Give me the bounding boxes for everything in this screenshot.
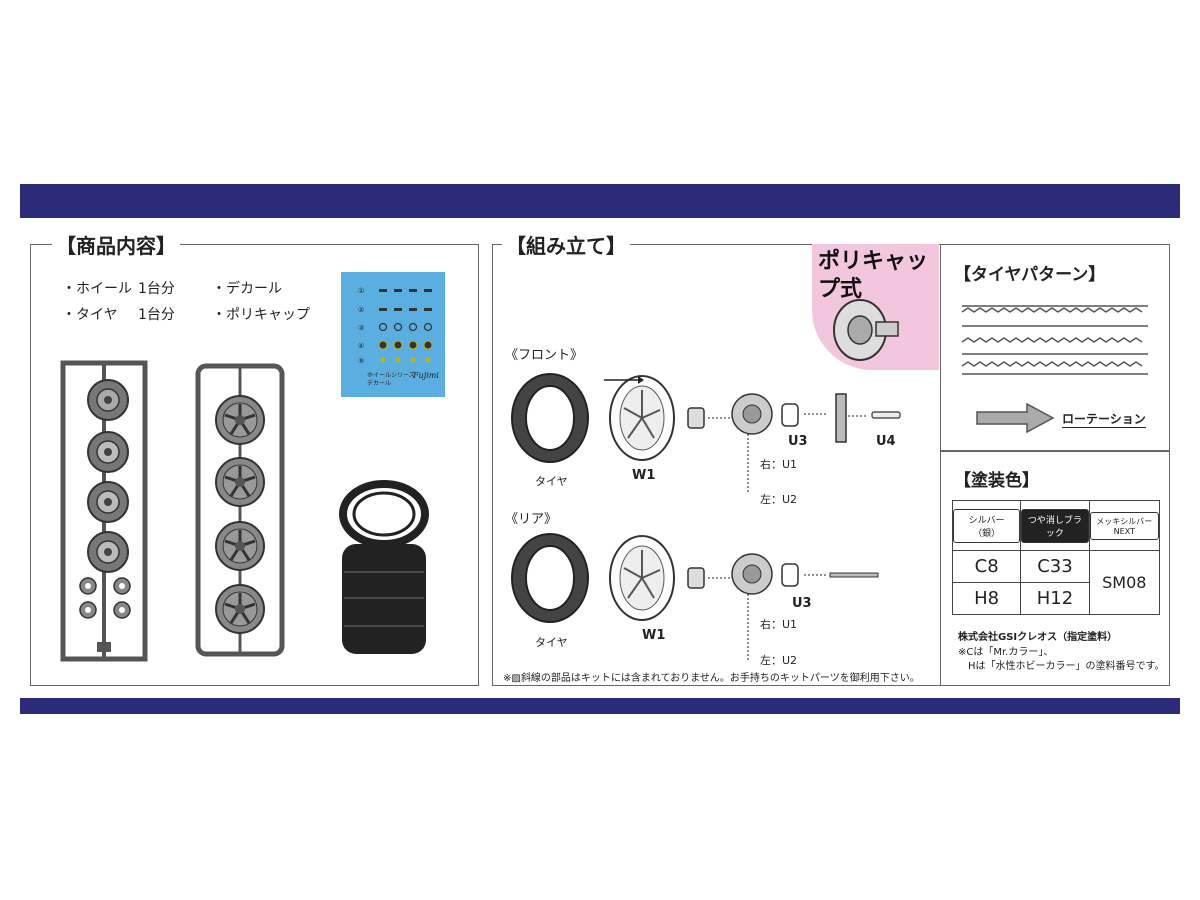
front-tire-label: タイヤ — [535, 475, 568, 488]
paint-note-1: ※Cは「Mr.カラー」、 — [958, 647, 1054, 658]
item-decal: ・デカール — [212, 281, 282, 297]
paint-h8: H8 — [951, 582, 1022, 615]
wheel-part-icon — [215, 395, 265, 445]
wheel-part-icon — [87, 379, 129, 421]
tire-stack-icon — [339, 480, 429, 654]
front-label: 《フロント》 — [505, 348, 584, 363]
tire-pattern-panel — [940, 244, 1170, 452]
bottom-band — [20, 698, 1180, 714]
decal-caption-2: デカール — [367, 380, 392, 387]
rear-w1-label: W1 — [642, 628, 666, 643]
contents-title: 【商品内容】 — [52, 230, 180, 259]
front-left-u2-label: 左：U2 — [760, 493, 798, 506]
rear-label: 《リア》 — [505, 512, 558, 527]
polycap-badge-text: ポリキャップ式 — [818, 249, 929, 302]
rear-tire-label: タイヤ — [535, 636, 568, 649]
decal-sheet: ① ② ③ ④ ⑤ ホイールシリーズ デカール Fujimi — [341, 272, 445, 397]
decal-caption-1: ホイールシリーズ — [367, 372, 415, 379]
decal-row-num: ⑤ — [358, 357, 365, 365]
decal-marks — [378, 289, 433, 363]
decal-row-num: ② — [358, 306, 365, 314]
paint-title: 【塗装色】 — [950, 466, 1043, 491]
decal-row-num: ④ — [358, 342, 365, 350]
paint-c33: C33 — [1020, 550, 1090, 583]
paint-panel — [940, 450, 1170, 686]
wheel-part-icon — [215, 521, 265, 571]
paint-note-2: Hは「水性ホビーカラー」の塗料番号です。 — [968, 661, 1165, 672]
front-u3-label: U3 — [788, 434, 808, 449]
wheel-part-icon — [87, 531, 129, 573]
rotation-arrow-icon — [976, 402, 1055, 434]
tire-pattern-title: 【タイヤパターン】 — [950, 260, 1110, 285]
front-w1-label: W1 — [632, 468, 656, 483]
wheel-part-icon — [215, 457, 265, 507]
front-right-u1-label: 右：U1 — [760, 458, 798, 471]
item-polycap: ・ポリキャップ — [212, 307, 310, 323]
wheel-part-icon — [87, 431, 129, 473]
assembly-footnote: ※▨斜線の部品はキットには含まれておりません。お手持ちのキットパーツを御利用下さ… — [503, 673, 920, 684]
paint-table: シルバー（銀） つや消しブラック メッキシルバーNEXT C8 C33 SM08… — [951, 500, 1161, 615]
polycap-badge: ポリキャップ式 — [812, 244, 939, 370]
paint-header-flat-black: つや消しブラック — [1021, 508, 1089, 543]
rear-u3-label: U3 — [792, 596, 812, 611]
wheel-part-icon — [215, 584, 265, 634]
assembly-title: 【組み立て】 — [502, 230, 630, 259]
rear-left-u2-label: 左：U2 — [760, 654, 798, 667]
tire-tread-pattern — [961, 298, 1148, 382]
decal-row-num: ③ — [358, 324, 365, 332]
small-parts-icon — [79, 577, 131, 619]
polycap-icon — [833, 299, 899, 361]
front-u4-label: U4 — [876, 434, 896, 449]
item-wheel-qty: 1台分 — [138, 281, 175, 297]
paint-header-metal-silver: メッキシルバーNEXT — [1089, 511, 1159, 540]
decal-row-num: ① — [358, 287, 365, 295]
item-tire: ・タイヤ — [62, 307, 118, 323]
wheel-part-icon — [87, 481, 129, 523]
item-wheel: ・ホイール — [62, 281, 132, 297]
paint-header-silver: シルバー（銀） — [953, 508, 1021, 543]
decal-brand: Fujimi — [413, 371, 439, 380]
paint-c8: C8 — [951, 550, 1022, 583]
top-band — [20, 184, 1180, 218]
front-assembly-diagram — [511, 373, 901, 494]
contents-panel — [30, 244, 479, 686]
paint-maker: 株式会社GSIクレオス（指定塗料） — [958, 632, 1118, 643]
rotation-label: ローテーション — [1062, 412, 1146, 428]
paint-sm08: SM08 — [1088, 550, 1161, 615]
item-tire-qty: 1台分 — [138, 307, 175, 323]
rear-right-u1-label: 右：U1 — [760, 618, 798, 631]
rear-assembly-diagram — [511, 533, 879, 660]
paint-h12: H12 — [1020, 582, 1090, 615]
